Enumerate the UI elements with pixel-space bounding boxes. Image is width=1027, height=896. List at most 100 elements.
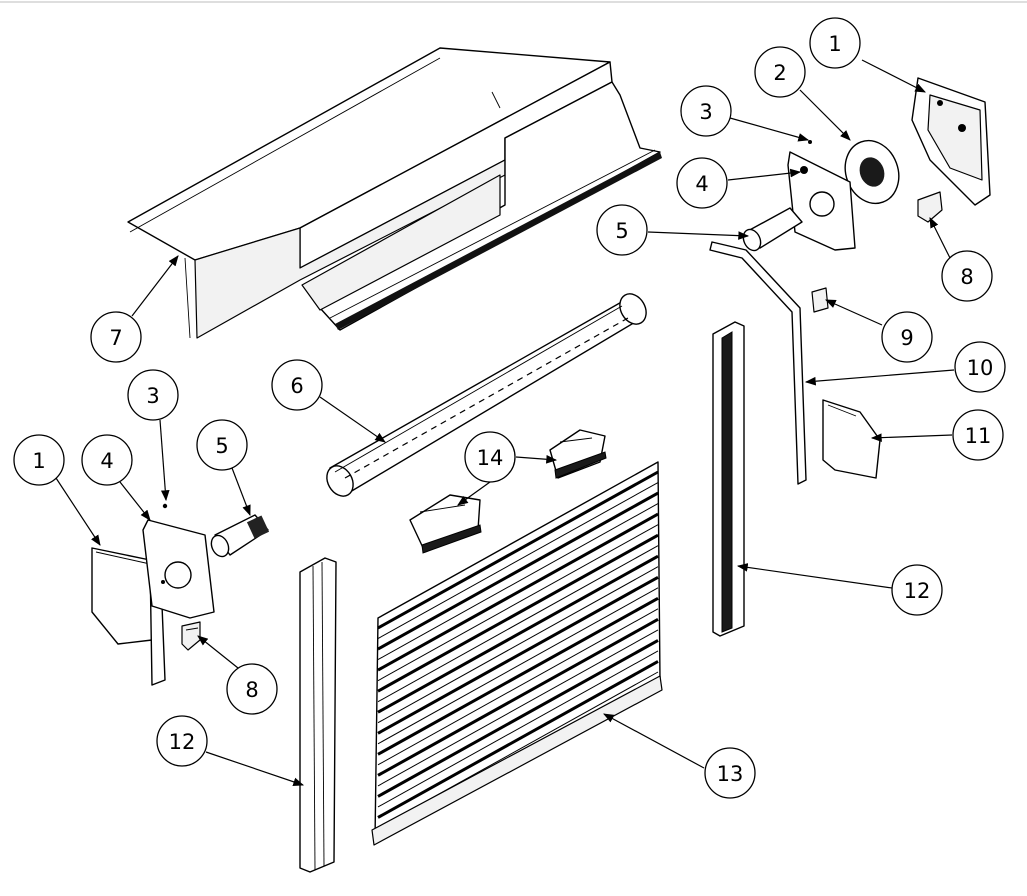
callout-number-label: 8 <box>960 265 973 289</box>
fixing-clip-right <box>917 191 943 223</box>
callout-number-label: 12 <box>904 579 931 603</box>
callout-leader-line <box>205 751 305 786</box>
housing-cover-part <box>127 47 662 339</box>
curtain-slat <box>377 575 659 735</box>
curtain-slat <box>377 597 659 756</box>
callout-leader-line <box>799 89 851 141</box>
curtain-slat <box>377 660 659 819</box>
callout-circle <box>90 311 142 363</box>
callout-leader-line <box>119 481 151 521</box>
screw-right <box>808 140 812 144</box>
callout-number-label: 3 <box>699 100 712 124</box>
motor-adapter-right <box>742 207 803 252</box>
callout-leader-line <box>870 433 953 442</box>
small-fixing-part <box>811 287 829 313</box>
callout-leader-line <box>131 255 179 317</box>
roller-tube-part <box>326 293 647 497</box>
callout-circle <box>596 204 648 256</box>
callout-circle <box>881 311 933 363</box>
callout-leader-line <box>729 117 810 142</box>
callout-leader-line <box>804 369 955 386</box>
callout-circle <box>196 419 248 471</box>
callout-circle <box>676 157 728 209</box>
curtain-slat <box>377 470 659 630</box>
callout-number-label: 1 <box>828 32 841 56</box>
callout-leader-line <box>825 299 883 326</box>
callout-number-label: 8 <box>245 678 258 702</box>
curtain-slat <box>377 503 659 661</box>
callout-number-label: 10 <box>967 356 994 380</box>
callout-circle <box>13 434 65 486</box>
callout-number-label: 11 <box>965 424 992 448</box>
callout-leader-line <box>55 477 101 546</box>
guide-bar-part <box>709 241 807 485</box>
callout-circle <box>952 409 1004 461</box>
curtain-slat <box>377 587 659 745</box>
callout-circle <box>809 17 861 69</box>
callout-circle <box>954 341 1006 393</box>
callout-leader-line <box>647 231 750 240</box>
curtain-slat <box>377 524 659 682</box>
curtain-slat <box>377 512 659 672</box>
callout-number-label: 6 <box>290 374 303 398</box>
callout-leader-line <box>319 396 386 443</box>
callout-leader-line <box>929 217 951 259</box>
callout-number-label: 7 <box>109 326 122 350</box>
callout-leader-line <box>159 419 170 502</box>
motor-adapter-left <box>210 514 270 558</box>
spring-clip-upper <box>549 429 607 479</box>
curtain-slat <box>377 545 659 703</box>
curtain-slat <box>377 650 659 808</box>
callout-leader-line <box>231 467 251 517</box>
callout-number-label: 4 <box>695 172 708 196</box>
curtain-slat <box>377 629 659 787</box>
curtain-slat <box>377 566 659 724</box>
callout-leader-line <box>457 481 491 506</box>
fixing-clip-left <box>181 621 201 651</box>
callout-number-label: 4 <box>100 449 113 473</box>
callout-circle <box>680 85 732 137</box>
end-cap-right <box>911 77 991 206</box>
callout-circle <box>156 715 208 767</box>
callout-circle <box>81 434 133 486</box>
callout-circle <box>891 564 943 616</box>
curtain-slat <box>377 618 659 777</box>
callout-circle <box>226 663 278 715</box>
callout-leader-line <box>197 635 239 669</box>
callout-circle <box>271 359 323 411</box>
callout-circle <box>464 431 516 483</box>
callout-number-label: 12 <box>169 730 196 754</box>
callout-number-label: 1 <box>32 449 45 473</box>
spring-clip-lower <box>409 494 482 554</box>
side-plate-right <box>787 151 856 251</box>
callout-leader-line <box>603 713 705 769</box>
guide-rail-right <box>712 321 745 637</box>
curtain-slat <box>377 554 659 714</box>
screw-left <box>162 503 168 509</box>
slat-curtain-part <box>371 461 663 846</box>
callout-leader-line <box>515 454 558 464</box>
callout-number-label: 2 <box>773 61 786 85</box>
curtain-slat <box>377 608 659 766</box>
curtain-slat <box>377 639 659 798</box>
callout-leader-line <box>736 563 893 589</box>
pulley-disc-right <box>844 139 900 205</box>
callout-number-label: 9 <box>900 326 913 350</box>
callout-circle <box>941 250 993 302</box>
callout-circle <box>127 369 179 421</box>
callout-number-label: 5 <box>215 434 228 458</box>
callout-number-label: 14 <box>477 446 504 470</box>
curtain-slat <box>377 533 659 693</box>
callout-leader-line <box>861 59 926 93</box>
side-plate-left <box>142 519 215 619</box>
callout-number-label: 13 <box>717 762 744 786</box>
callout-number-label: 5 <box>615 219 628 243</box>
callout-number-label: 3 <box>146 384 159 408</box>
bottom-end-cap-part <box>822 399 881 479</box>
callout-leader-line <box>727 168 802 181</box>
curtain-slat <box>377 491 659 651</box>
callout-circle <box>704 747 756 799</box>
guide-rail-left <box>299 557 337 873</box>
